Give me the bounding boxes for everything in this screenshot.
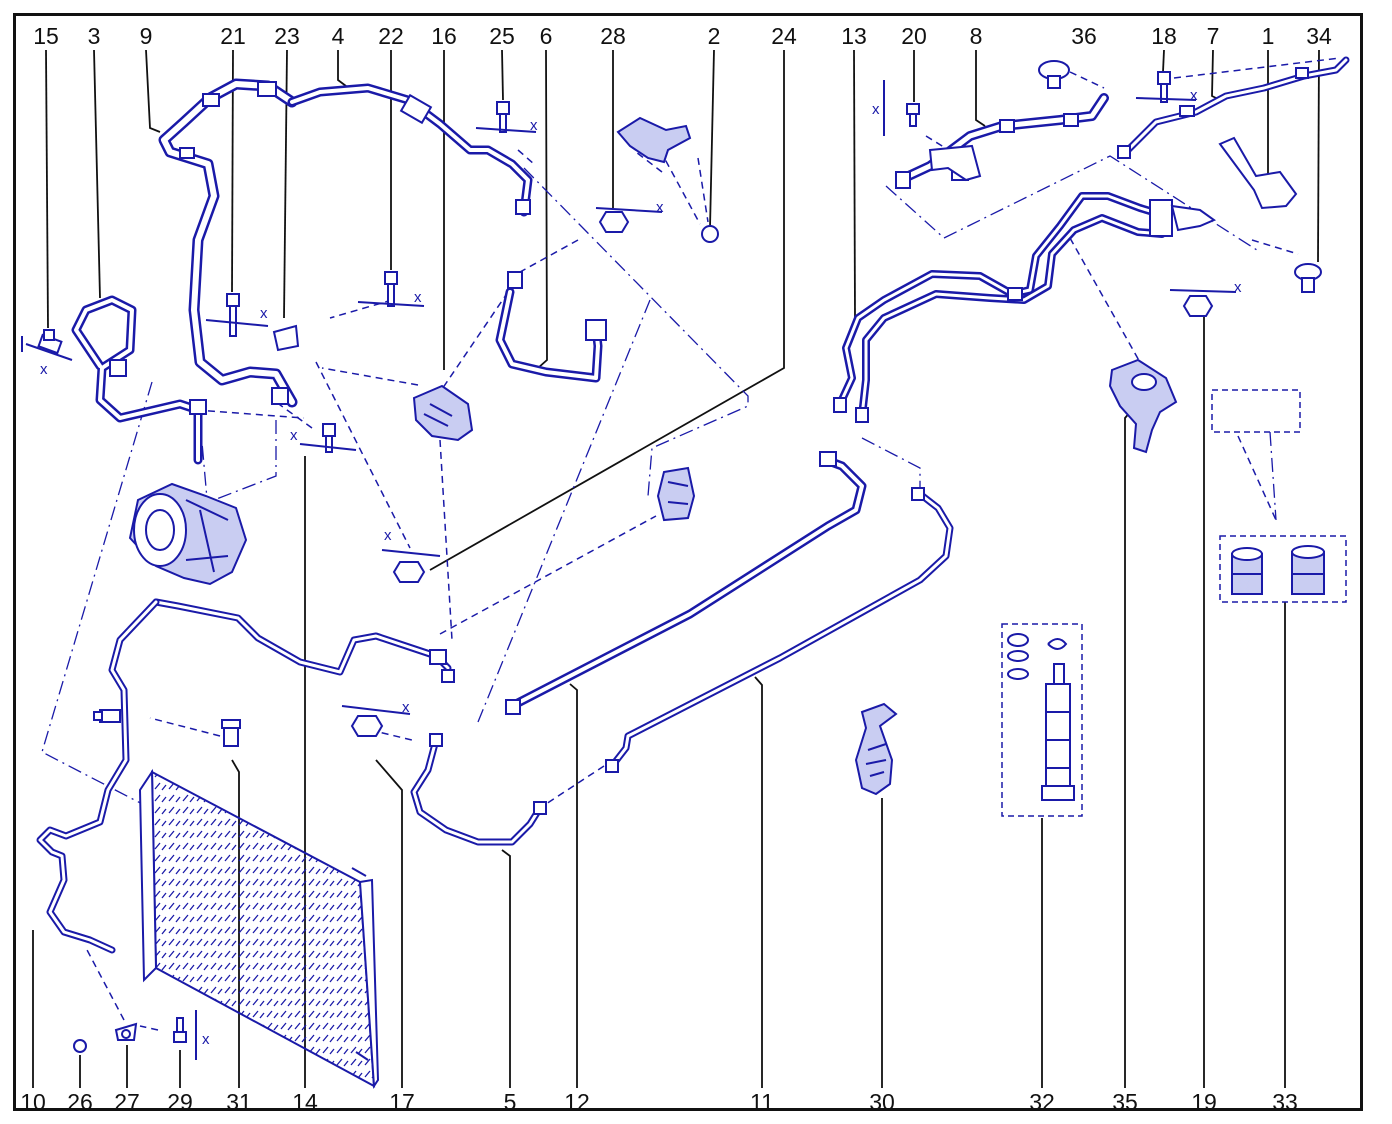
callout-5: 5	[504, 1089, 517, 1115]
condenser-icon	[138, 768, 380, 1089]
bolt-18-icon	[1157, 71, 1171, 103]
bolt-21-icon	[226, 293, 240, 337]
screw-20-icon	[906, 103, 920, 127]
callout-34: 34	[1306, 23, 1332, 49]
callouts-bottom: 10 26 27 29 31 14 17 5 12 11 30 32 35 19…	[20, 1089, 1298, 1115]
callout-29: 29	[167, 1089, 193, 1115]
clip-36-icon	[1038, 60, 1070, 89]
valve-caps-33-icon	[1211, 389, 1347, 603]
clip-34-icon	[1294, 263, 1322, 293]
nut-19-icon	[1182, 295, 1214, 317]
bolt-15-icon	[37, 329, 63, 355]
callout-16: 16	[431, 23, 457, 49]
callout-22: 22	[378, 23, 404, 49]
callout-31: 31	[226, 1089, 252, 1115]
callout-32: 32	[1029, 1089, 1055, 1115]
callout-11: 11	[750, 1089, 774, 1115]
hose-clamp-35-icon	[1108, 358, 1178, 454]
nut-26-icon	[73, 1039, 87, 1053]
bolt-22-icon	[384, 271, 398, 307]
svg-text:x: x	[530, 117, 538, 134]
callout-3: 3	[88, 23, 101, 49]
compressor-icon	[128, 482, 248, 586]
callout-9: 9	[140, 23, 153, 49]
bracket-1-icon	[1218, 136, 1298, 210]
bolt-25-icon	[496, 101, 510, 133]
nut-24-icon	[392, 561, 426, 583]
callout-8: 8	[970, 23, 983, 49]
callout-23: 23	[274, 23, 300, 49]
callout-28: 28	[600, 23, 626, 49]
bolt-29-icon	[173, 1017, 187, 1043]
nut-28-icon	[598, 211, 630, 233]
callout-18: 18	[1151, 23, 1177, 49]
nut-17-icon	[350, 715, 384, 737]
callout-35: 35	[1112, 1089, 1138, 1115]
svg-text:x: x	[260, 305, 268, 322]
callout-2: 2	[708, 23, 721, 49]
callout-1: 1	[1262, 23, 1275, 49]
callout-19: 19	[1191, 1089, 1217, 1115]
svg-text:x: x	[872, 101, 880, 118]
svg-text:x: x	[1190, 87, 1198, 104]
callout-27: 27	[114, 1089, 140, 1115]
clip-27-icon	[114, 1022, 138, 1041]
svg-text:x: x	[1234, 279, 1242, 296]
svg-text:x: x	[290, 427, 298, 444]
svg-text:x: x	[414, 289, 422, 306]
callout-20: 20	[901, 23, 927, 49]
bracket-23-icon	[272, 324, 300, 352]
fasteners	[37, 60, 1322, 1053]
callout-13: 13	[841, 23, 867, 49]
callout-21: 21	[220, 23, 246, 49]
leader-lines	[32, 49, 1320, 1088]
svg-text:x: x	[402, 699, 410, 716]
callout-14: 14	[292, 1089, 318, 1115]
bolt-14-icon	[322, 423, 336, 453]
diagram-frame	[13, 13, 1363, 1111]
callout-17: 17	[389, 1089, 415, 1115]
valve-icon	[93, 709, 121, 723]
nut-2-icon	[701, 225, 719, 243]
bracket-2-icon	[616, 116, 692, 164]
callouts-top: 15 3 9 21 23 4 22 16 25 6 28 2 24 13 20 …	[33, 23, 1332, 49]
bracket-16-icon	[412, 384, 474, 442]
svg-text:x: x	[40, 361, 48, 378]
bracket-24-icon	[656, 466, 696, 522]
callout-4: 4	[332, 23, 345, 49]
svg-text:x: x	[202, 1031, 210, 1048]
callout-30: 30	[869, 1089, 895, 1115]
sensor-31-icon	[221, 719, 241, 747]
torque-marks: x x x x x x x x x x x x	[21, 80, 1242, 1060]
manifold-13-icon	[1170, 204, 1217, 232]
callout-12: 12	[564, 1089, 590, 1115]
bracket-8-icon	[928, 144, 982, 182]
callout-15: 15	[33, 23, 59, 49]
desiccant-bag-30-icon	[854, 702, 898, 796]
callout-10: 10	[20, 1089, 46, 1115]
callout-6: 6	[540, 23, 553, 49]
guide-lines	[41, 57, 1341, 1031]
pipe-fittings	[109, 67, 1309, 815]
svg-text:x: x	[384, 527, 392, 544]
svg-text:x: x	[656, 199, 664, 216]
callout-33: 33	[1272, 1089, 1298, 1115]
callout-26: 26	[67, 1089, 93, 1115]
callout-7: 7	[1207, 23, 1220, 49]
callout-25: 25	[489, 23, 515, 49]
filter-kit-32-icon	[1001, 623, 1083, 817]
callout-36: 36	[1071, 23, 1097, 49]
callout-24: 24	[771, 23, 797, 49]
